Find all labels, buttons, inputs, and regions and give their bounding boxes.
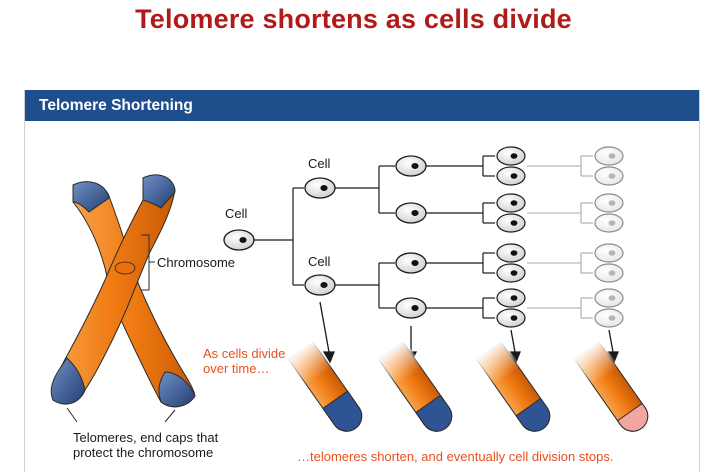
cell-pair-4 [496, 288, 526, 328]
chromosome-tip-stage-3 [473, 339, 551, 432]
telomere-cap-top-right [142, 174, 176, 209]
telomere-cap-stage-3 [515, 397, 551, 432]
branch-level-3 [426, 155, 495, 319]
branch-level-4 [527, 155, 593, 319]
branch-level-1 [254, 187, 304, 286]
faded-cell-pair-3 [594, 243, 624, 283]
result-label: …telomeres shorten, and eventually cell … [297, 449, 614, 464]
panel-header: Telomere Shortening [25, 90, 699, 121]
faded-cell-pair-2 [594, 193, 624, 233]
cells-level-2 [395, 155, 427, 319]
faded-cell-pair-1 [594, 146, 624, 186]
faded-cell-pair-4 [594, 288, 624, 328]
telomere-cap-bottom-left [50, 357, 86, 405]
chromosome-tip-stage-1 [285, 339, 363, 432]
cell-label-root: Cell [225, 206, 248, 221]
telomere-stages [285, 339, 649, 432]
telomere-pointers [66, 407, 176, 423]
branch-level-2 [335, 165, 395, 309]
telomere-cap-stage-4 [616, 402, 649, 432]
telomere-cap-bottom-right [158, 371, 196, 408]
cell-pair-1 [496, 146, 526, 186]
cells-level-1 [304, 177, 336, 296]
divide-label-line1: As cells divide [203, 346, 285, 361]
diagram-panel: Telomere Shortening [24, 90, 700, 472]
cell-label-bottom: Cell [308, 254, 331, 269]
telomere-cap-top-left [72, 181, 110, 213]
chromosome-tip-stage-4 [571, 339, 649, 432]
cell-pair-3 [496, 243, 526, 283]
chromosome-label: Chromosome [157, 255, 235, 270]
telomeres-label-line2: protect the chromosome [73, 445, 213, 460]
chromosome-tip-stage-2 [375, 339, 453, 432]
centromere [114, 261, 136, 275]
division-arrows [319, 301, 619, 364]
cell-root [223, 229, 255, 251]
telomeres-label-line1: Telomeres, end caps that [73, 430, 219, 445]
telomere-cap-stage-1 [322, 390, 363, 432]
slide-title: Telomere shortens as cells divide [135, 4, 572, 34]
chromosome [50, 174, 196, 408]
cells-level-3 [496, 146, 526, 328]
cell-label-top: Cell [308, 156, 331, 171]
telomere-cap-stage-2 [415, 394, 453, 432]
cells-level-4-faded [594, 146, 624, 328]
divide-label-line2: over time… [203, 361, 269, 376]
telomere-diagram: Chromosome Telomeres, end caps that prot… [50, 146, 649, 464]
cell-pair-2 [496, 193, 526, 233]
